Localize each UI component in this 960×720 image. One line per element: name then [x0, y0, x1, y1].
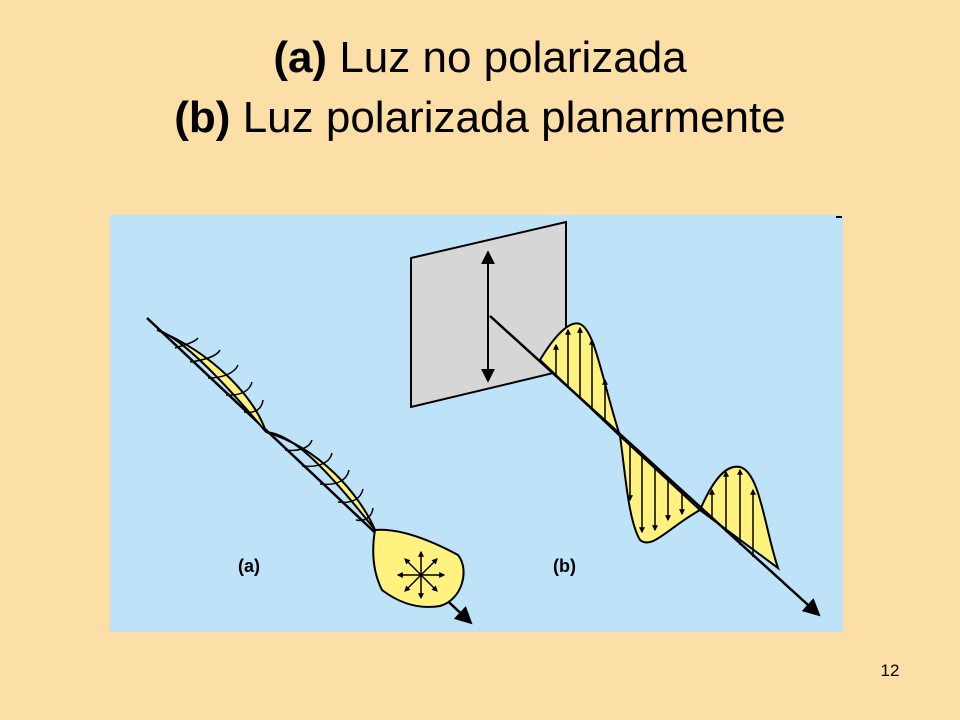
unpolarized-vectors: [396, 550, 446, 600]
propagation-axis-b: [489, 315, 821, 617]
title-line-2: (b) Luz polarizada planarmente: [0, 88, 960, 148]
wave-lobe: [618, 433, 702, 544]
title-b-text: Luz polarizada planarmente: [230, 93, 786, 142]
polarized-vectors: [553, 326, 756, 557]
polarization-figure: (a) (b): [110, 215, 843, 632]
title-b-label: (b): [174, 93, 231, 142]
panel-a-label: (a): [238, 556, 260, 576]
unpolarized-wave: [146, 317, 473, 625]
slide-title: (a) Luz no polarizada (b) Luz polarizada…: [0, 28, 960, 148]
title-a-label: (a): [273, 33, 328, 82]
title-line-1: (a) Luz no polarizada: [0, 28, 960, 88]
wave-lobe: [372, 528, 465, 608]
wave-ribs: [174, 337, 374, 522]
wave-lobe: [698, 465, 780, 571]
page-number: 12: [880, 661, 900, 680]
polarized-wave: [489, 315, 821, 617]
panel-b-label: (b): [553, 556, 576, 576]
title-a-text: Luz no polarizada: [327, 33, 687, 82]
